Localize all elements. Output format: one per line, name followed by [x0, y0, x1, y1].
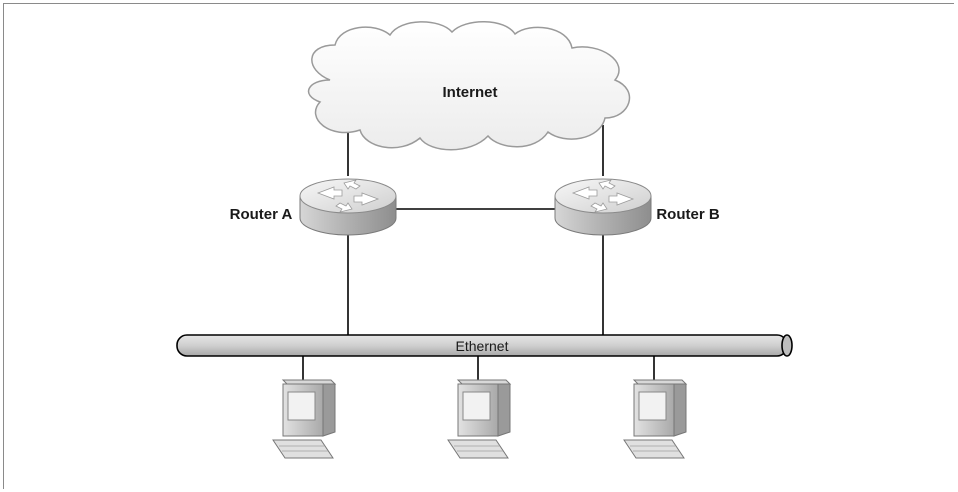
diagram-frame [3, 3, 954, 489]
computer-icon [272, 379, 337, 459]
ethernet-label: Ethernet [456, 338, 509, 354]
router-b-label: Router B [656, 206, 720, 223]
cloud-icon [307, 21, 631, 151]
connection-lines [302, 125, 655, 380]
computer-icon [623, 379, 688, 459]
internet-label: Internet [442, 84, 497, 101]
router-icon [554, 178, 652, 236]
router-icon [299, 178, 397, 236]
computer-icon [447, 379, 512, 459]
ethernet-bus [176, 334, 793, 357]
router-a-label: Router A [230, 206, 293, 223]
